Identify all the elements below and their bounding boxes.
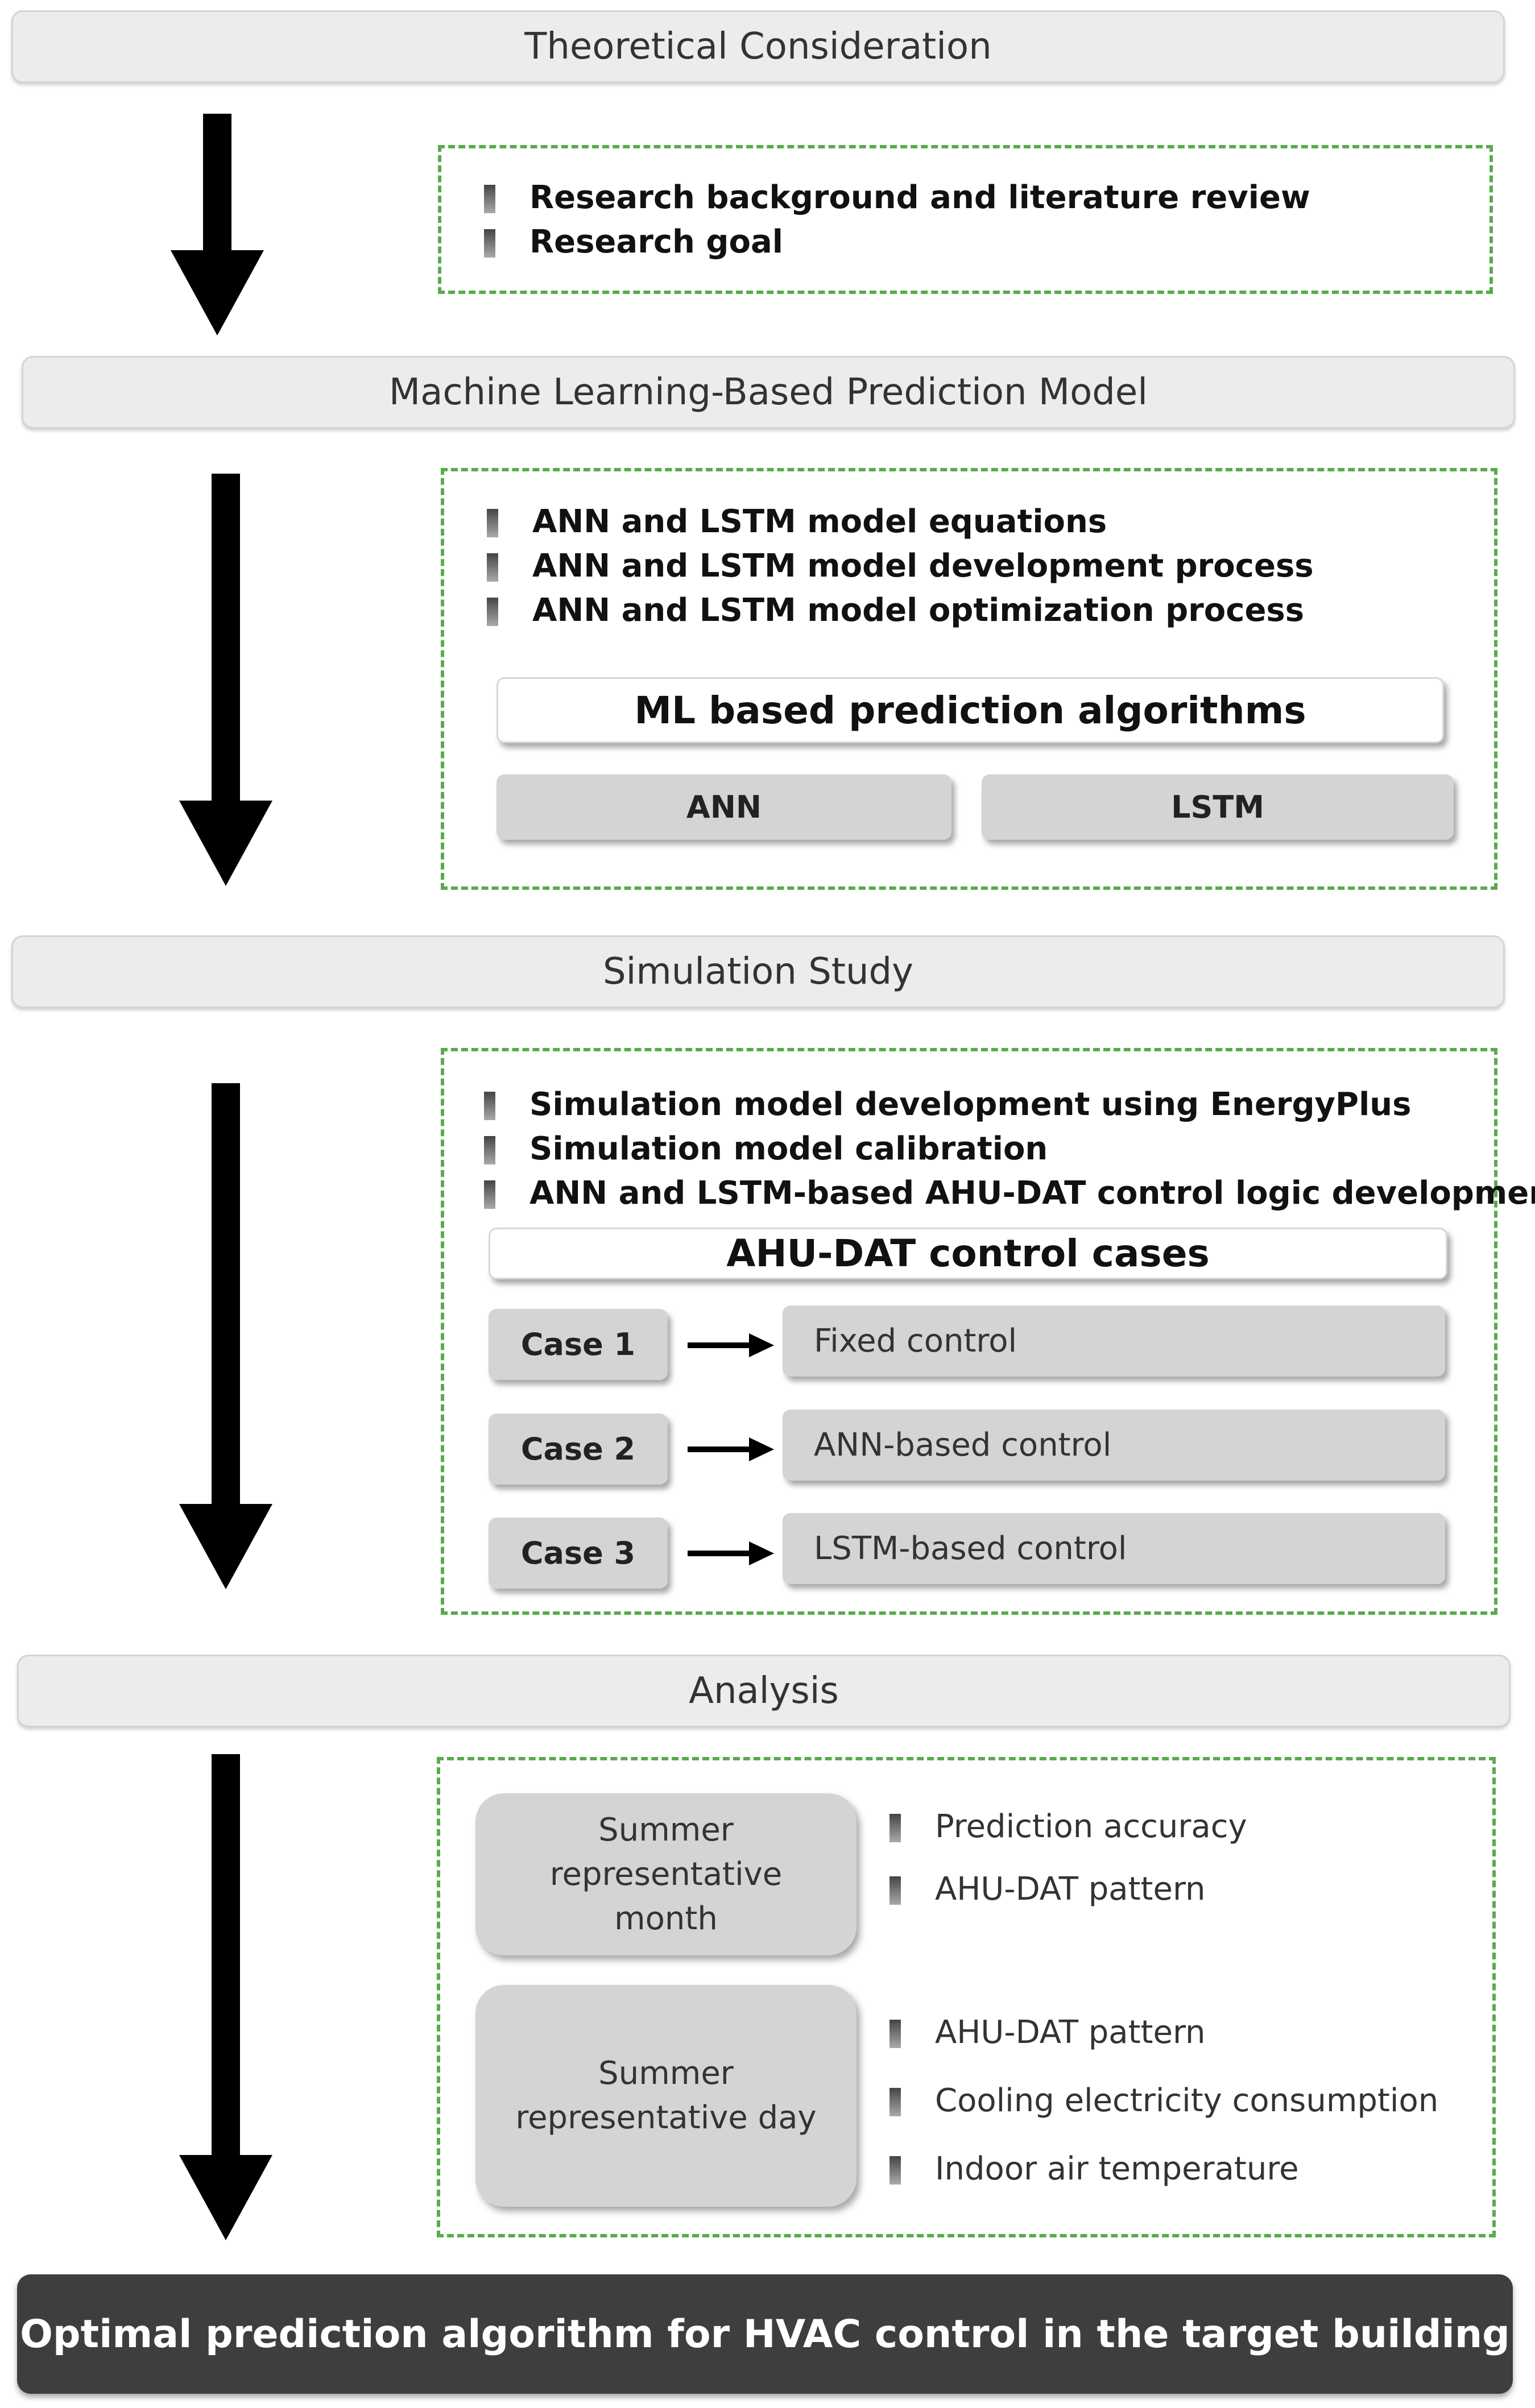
list-item: ANN and LSTM model optimization process bbox=[487, 588, 1314, 633]
list-item: Research background and literature revie… bbox=[484, 176, 1310, 220]
down-arrow-2 bbox=[179, 474, 272, 886]
phase-analysis: Analysis bbox=[17, 1655, 1511, 1727]
phase-label: Theoretical Consideration bbox=[524, 26, 992, 68]
analysis-items-box: Summer representative month Prediction a… bbox=[437, 1757, 1496, 2237]
ann-box: ANN bbox=[497, 774, 951, 840]
list-item: ANN and LSTM model development process bbox=[487, 544, 1314, 588]
control-cases-title: AHU-DAT control cases bbox=[489, 1228, 1447, 1279]
summer-month-box: Summer representative month bbox=[475, 1793, 857, 1955]
case-3-arrow bbox=[688, 1541, 774, 1565]
theoretical-items-box: Research background and literature revie… bbox=[438, 145, 1493, 294]
case-2-arrow bbox=[688, 1437, 774, 1461]
case-3-box: Case 3 bbox=[489, 1518, 668, 1589]
list-item: Indoor air temperature bbox=[889, 2147, 1438, 2191]
result-banner: Optimal prediction algorithm for HVAC co… bbox=[17, 2274, 1513, 2394]
list-item: ANN and LSTM-based AHU-DAT control logic… bbox=[484, 1171, 1535, 1216]
case-3-control: LSTM-based control bbox=[783, 1513, 1445, 1584]
list-item: Research goal bbox=[484, 220, 1310, 264]
down-arrow-4 bbox=[179, 1754, 272, 2240]
case-1-control: Fixed control bbox=[783, 1305, 1445, 1377]
phase-simulation-study: Simulation Study bbox=[11, 935, 1505, 1008]
phase-label: Machine Learning-Based Prediction Model bbox=[388, 371, 1148, 413]
case-1-arrow bbox=[688, 1333, 774, 1357]
list-item: Simulation model development using Energ… bbox=[484, 1083, 1535, 1127]
phase-label: Analysis bbox=[689, 1670, 839, 1712]
phase-ml-prediction-model: Machine Learning-Based Prediction Model bbox=[22, 356, 1515, 429]
ml-items-box: ANN and LSTM model equations ANN and LST… bbox=[441, 468, 1497, 890]
list-item: AHU-DAT pattern bbox=[889, 1867, 1247, 1912]
phase-label: Simulation Study bbox=[602, 951, 914, 993]
case-2-control: ANN-based control bbox=[783, 1410, 1445, 1481]
down-arrow-1 bbox=[171, 114, 264, 335]
case-2-box: Case 2 bbox=[489, 1414, 668, 1485]
phase-theoretical-consideration: Theoretical Consideration bbox=[11, 10, 1505, 83]
list-item: Prediction accuracy bbox=[889, 1805, 1247, 1867]
list-item: ANN and LSTM model equations bbox=[487, 500, 1314, 544]
result-label: Optimal prediction algorithm for HVAC co… bbox=[20, 2311, 1510, 2357]
list-item: Simulation model calibration bbox=[484, 1127, 1535, 1171]
lstm-box: LSTM bbox=[982, 774, 1454, 840]
down-arrow-3 bbox=[179, 1083, 272, 1589]
ml-algorithms-title: ML based prediction algorithms bbox=[497, 677, 1444, 743]
summer-day-box: Summer representative day bbox=[475, 1985, 857, 2207]
list-item: Cooling electricity consumption bbox=[889, 2079, 1438, 2147]
case-1-box: Case 1 bbox=[489, 1309, 668, 1380]
simulation-items-box: Simulation model development using Energ… bbox=[441, 1048, 1535, 1615]
list-item: AHU-DAT pattern bbox=[889, 2011, 1438, 2079]
